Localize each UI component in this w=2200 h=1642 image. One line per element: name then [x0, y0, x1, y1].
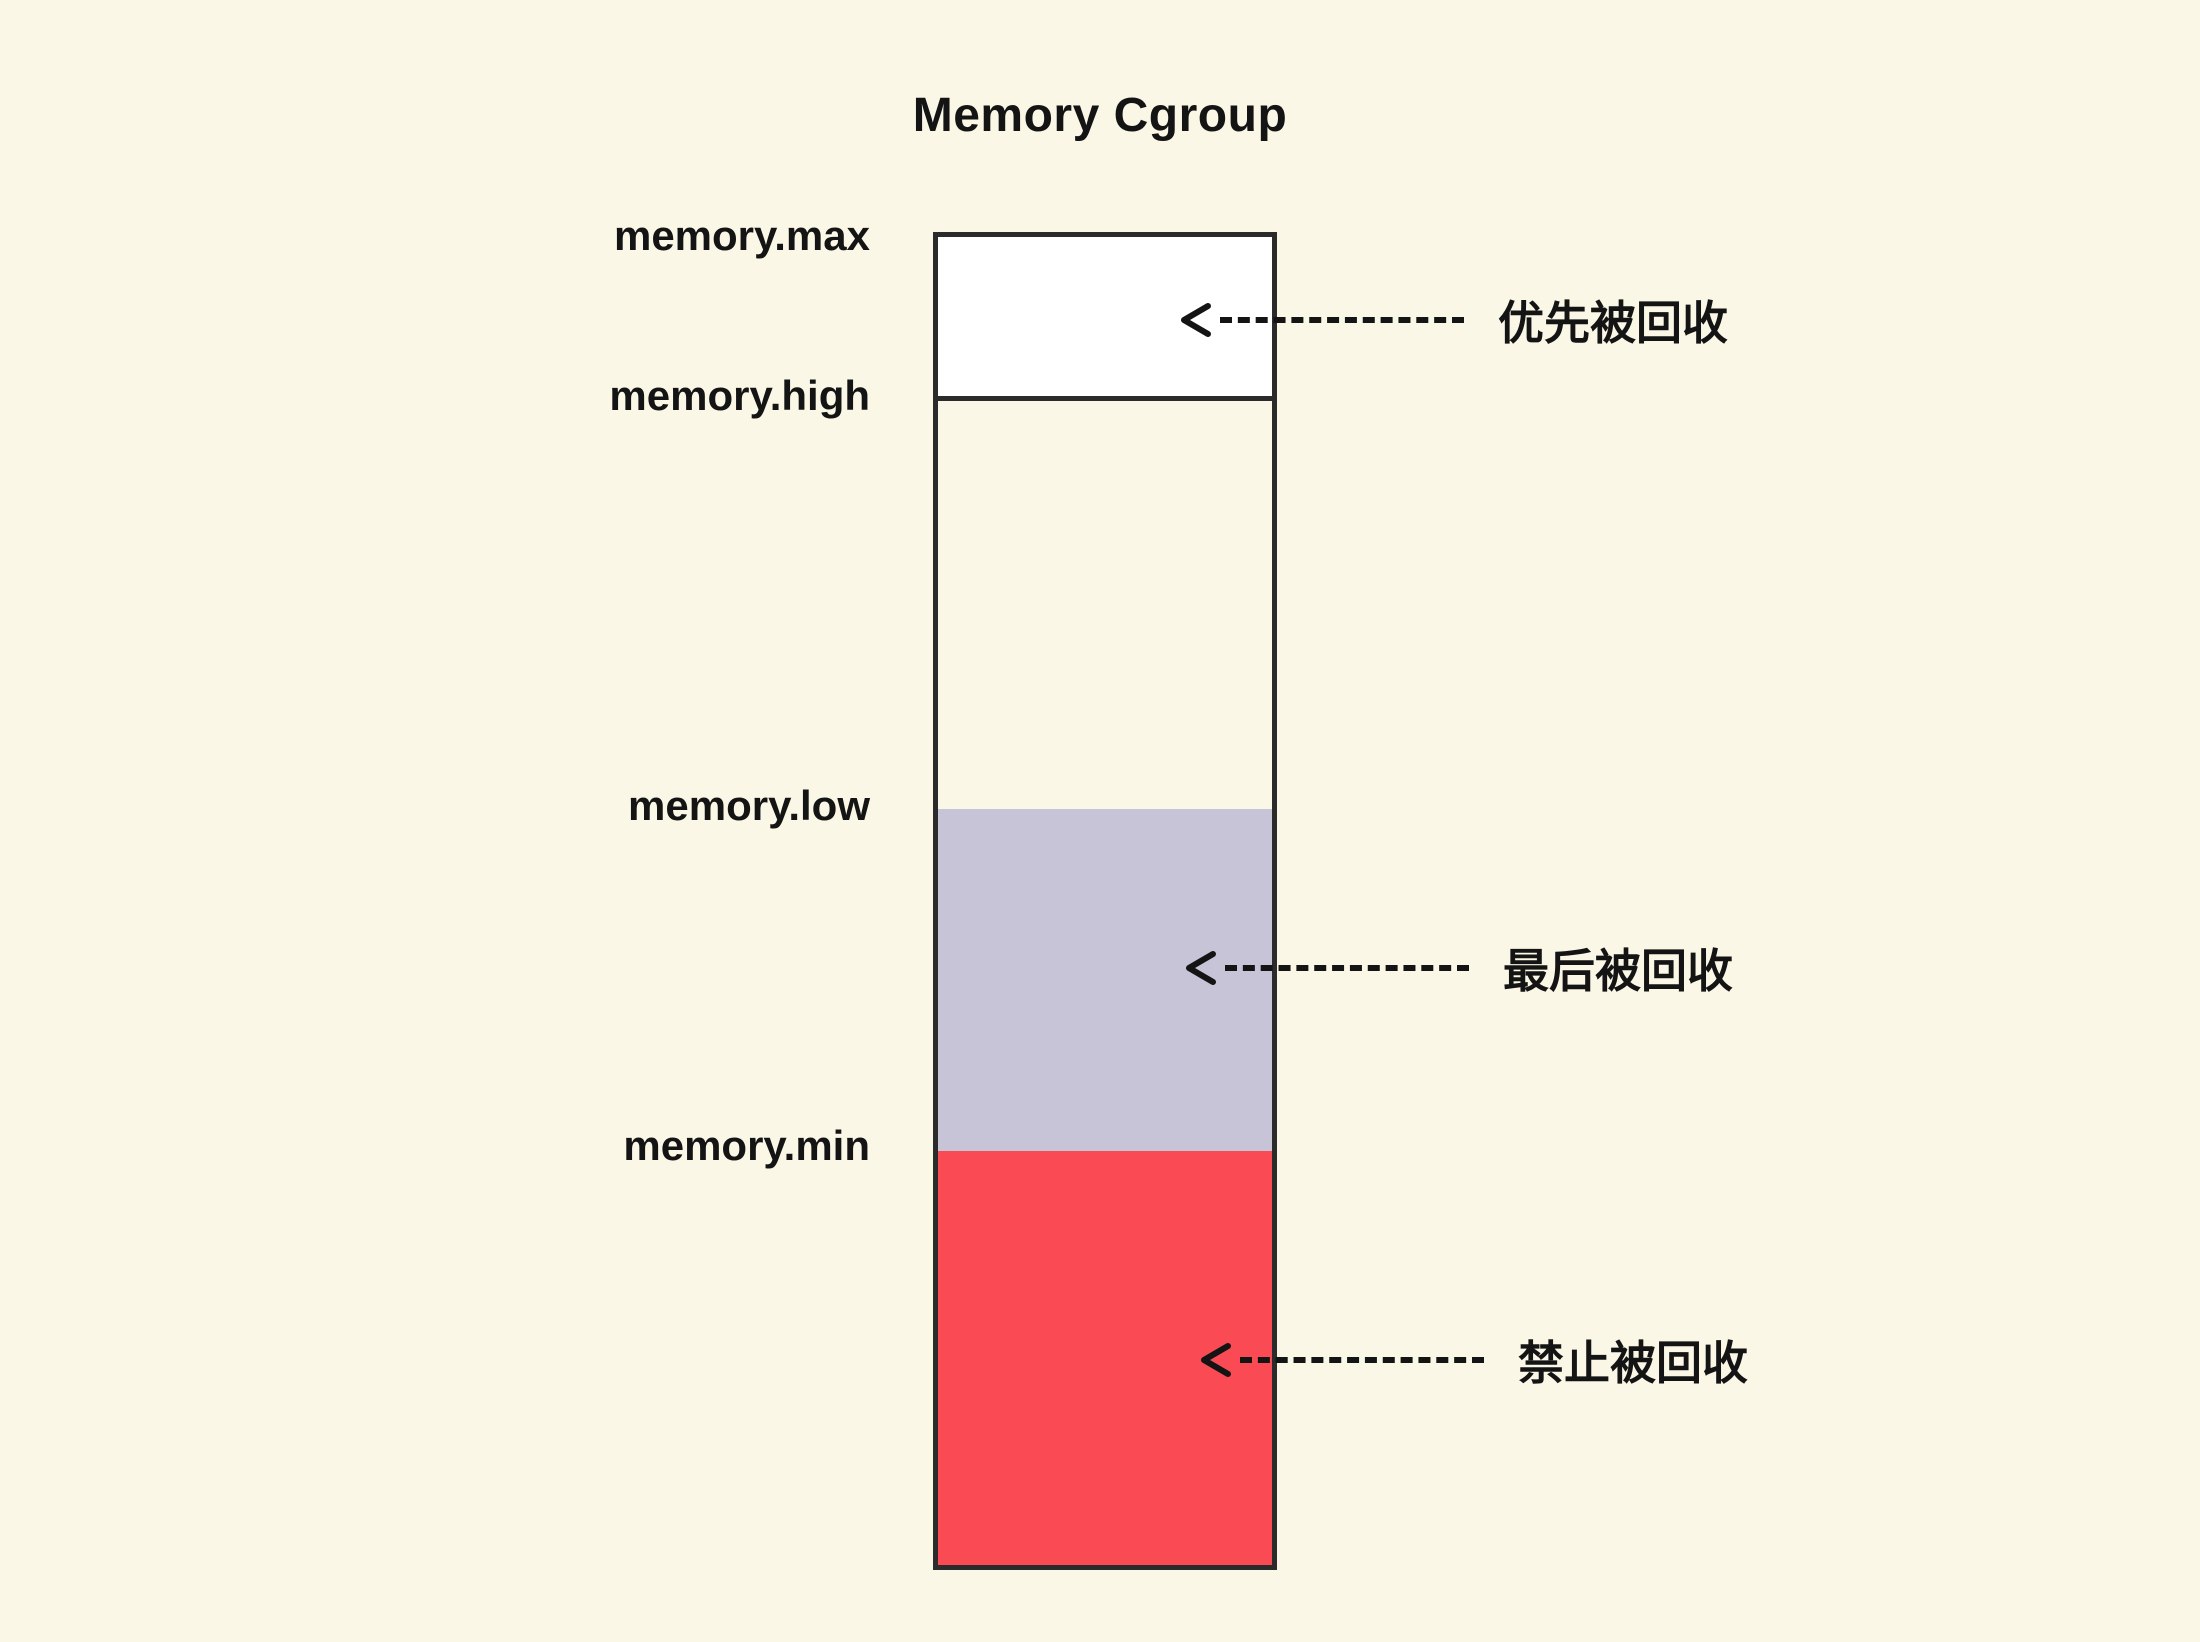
- annotation-reclaim-last-text: 最后被回收: [1503, 945, 1733, 997]
- annotation-reclaim-last: 最后被回收: [1183, 936, 1733, 1000]
- label-memory-max: memory.max: [613, 212, 870, 259]
- dashed-connector: [1220, 317, 1464, 323]
- label-memory-high: memory.high: [609, 372, 870, 419]
- annotation-reclaim-forbidden-text: 禁止被回收: [1518, 1337, 1748, 1389]
- segment-high-to-low: [938, 401, 1272, 809]
- memory-bar: [933, 232, 1277, 1570]
- arrow-left-icon: [1186, 951, 1216, 985]
- annotation-reclaim-first-text: 优先被回收: [1498, 297, 1728, 349]
- annotation-reclaim-first: 优先被回收: [1178, 288, 1728, 352]
- arrow-left-icon: [1181, 303, 1211, 337]
- label-memory-min: memory.min: [623, 1122, 870, 1169]
- segment-below-min: [938, 1151, 1272, 1565]
- label-memory-low: memory.low: [628, 782, 870, 829]
- dashed-connector: [1225, 965, 1469, 971]
- annotation-reclaim-forbidden: 禁止被回收: [1198, 1328, 1748, 1392]
- diagram-title: Memory Cgroup: [912, 89, 1288, 142]
- dashed-connector: [1240, 1357, 1484, 1363]
- segment-low-to-min: [938, 809, 1272, 1151]
- arrow-left-icon: [1201, 1343, 1231, 1377]
- segment-max-to-high: [938, 237, 1272, 401]
